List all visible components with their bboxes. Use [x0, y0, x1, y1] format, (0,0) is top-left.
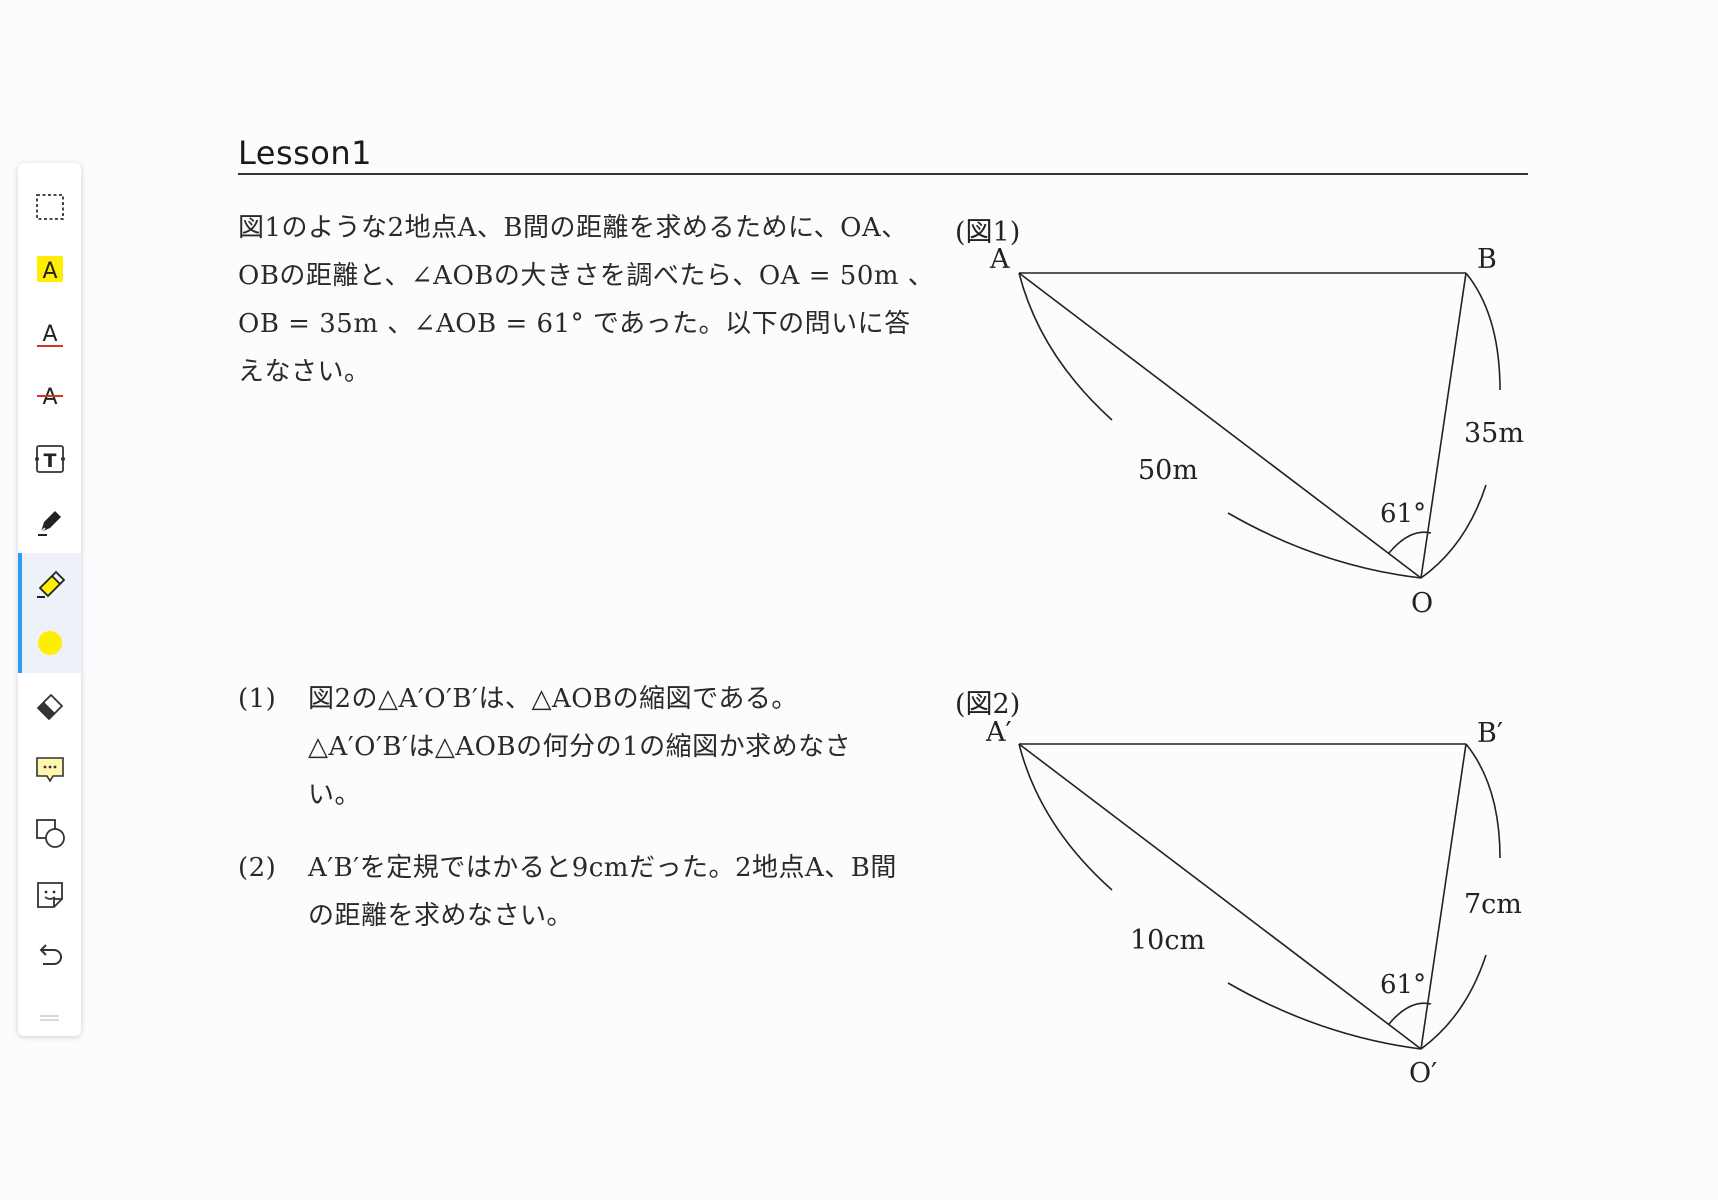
highlighter-icon: [36, 570, 65, 598]
strikethrough-icon: A: [36, 385, 63, 410]
pen-tool[interactable]: [18, 491, 81, 551]
vertex-a-label: A′: [985, 717, 1012, 748]
shapes-icon: [35, 819, 65, 848]
toolbar-drag-handle[interactable]: [40, 1015, 59, 1021]
problem-line: OB = 35m 、∠AOB = 61° であった。以下の問いに答: [238, 309, 911, 339]
question-number: (2): [238, 853, 277, 883]
side-oa-label: 10cm: [1130, 925, 1205, 956]
figure-2: [1018, 743, 1501, 1050]
eraser-tool[interactable]: [18, 675, 81, 735]
highlighter-tool[interactable]: [18, 553, 81, 613]
svg-text:A: A: [42, 322, 57, 347]
vertex-b-label: B′: [1477, 718, 1503, 749]
arc-oa-upper: [1018, 272, 1113, 421]
dashed-rectangle-icon: [35, 194, 64, 220]
select-tool[interactable]: [18, 177, 81, 237]
underline-tool[interactable]: A: [18, 303, 81, 363]
undo-icon: [39, 944, 62, 965]
question-line: 図2の△A′O′B′は、△AOBの縮図である。: [308, 684, 798, 714]
arc-oa-upper: [1018, 743, 1113, 891]
question-line: の距離を求めなさい。: [308, 901, 574, 931]
question-1: (1) 図2の△A′O′B′は、△AOBの縮図である。 △A′O′B′は△AOB…: [238, 675, 928, 819]
arc-ob-lower: [1420, 484, 1487, 579]
sticker-tool[interactable]: [18, 865, 81, 925]
text-box-tool[interactable]: T: [18, 429, 81, 489]
arc-ob-upper: [1465, 272, 1501, 391]
pen-icon: [37, 511, 61, 536]
question-line: △A′O′B′は△AOBの何分の1の縮図か求めなさ: [308, 732, 852, 762]
comment-icon: [35, 757, 64, 783]
text-box-icon: T: [34, 445, 65, 473]
svg-text:A: A: [42, 385, 57, 410]
comment-tool[interactable]: [18, 739, 81, 799]
color-picker[interactable]: [18, 613, 81, 673]
side-bo: [1420, 272, 1467, 579]
side-ob-label: 35m: [1464, 418, 1524, 449]
arc-oa-lower: [1227, 982, 1422, 1050]
figure-1-label: (図1): [955, 217, 1021, 248]
vertex-a-label: A: [989, 244, 1010, 275]
svg-text:A: A: [42, 259, 57, 284]
annotation-toolbar: A A A T: [18, 163, 81, 1036]
arc-ob-upper: [1465, 743, 1501, 859]
problem-statement: 図1のような2地点A、B間の距離を求めるために、OA、 OBの距離と、∠AOBの…: [238, 204, 938, 396]
question-line: い。: [308, 780, 362, 810]
question-2: (2) A′B′を定規ではかると9cmだった。2地点A、B間 の距離を求めなさい…: [238, 844, 928, 940]
svg-text:T: T: [43, 450, 56, 472]
figure-2-label: (図2): [955, 689, 1021, 720]
side-ao: [1018, 743, 1422, 1050]
side-oa-label: 50m: [1138, 455, 1198, 486]
undo-button[interactable]: [18, 927, 81, 987]
angle-arc: [1388, 1002, 1432, 1025]
question-line: A′B′を定規ではかると9cmだった。2地点A、B間: [308, 853, 897, 883]
underline-icon: A: [36, 322, 63, 347]
arc-oa-lower: [1227, 512, 1422, 579]
side-ob-label: 7cm: [1464, 889, 1522, 920]
side-ao: [1018, 272, 1422, 579]
strikethrough-tool[interactable]: A: [18, 365, 81, 425]
title-divider: [238, 173, 1528, 175]
figure-1: [1018, 272, 1501, 579]
problem-line: えなさい。: [238, 357, 371, 387]
vertex-b-label: B: [1477, 244, 1497, 275]
eraser-icon: [36, 693, 63, 721]
vertex-o-label: O′: [1409, 1058, 1437, 1089]
lesson-title: Lesson1: [238, 134, 373, 172]
highlight-text-icon: A: [36, 256, 63, 284]
arc-ob-lower: [1420, 954, 1487, 1050]
highlight-text-tool[interactable]: A: [18, 239, 81, 299]
side-bo: [1420, 743, 1467, 1050]
color-dot-icon: [37, 631, 62, 655]
question-number: (1): [238, 684, 277, 714]
angle-label: 61°: [1380, 970, 1426, 1000]
problem-line: OBの距離と、∠AOBの大きさを調べたら、OA = 50m 、: [238, 261, 935, 291]
problem-line: 図1のような2地点A、B間の距離を求めるために、OA、: [238, 213, 908, 243]
vertex-o-label: O: [1411, 588, 1433, 619]
angle-arc: [1388, 531, 1432, 554]
angle-label: 61°: [1380, 499, 1426, 529]
sticker-icon: [36, 882, 63, 908]
shape-tool[interactable]: [18, 803, 81, 863]
